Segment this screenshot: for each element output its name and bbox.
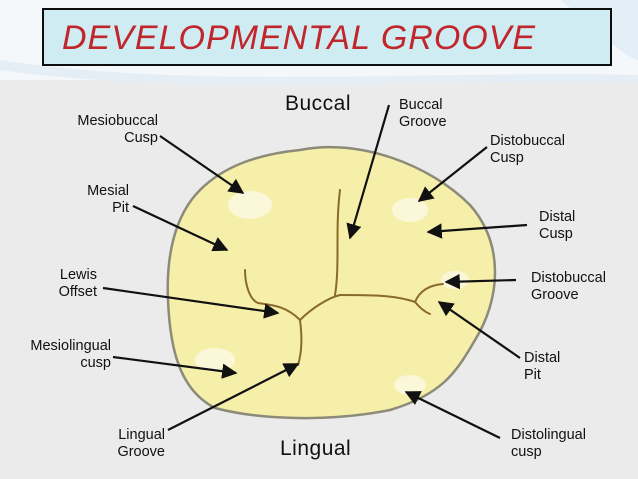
buccal-label: Buccal — [285, 92, 352, 115]
label-distal-cusp: Distal Cusp — [539, 209, 576, 242]
title-box: DEVELOPMENTAL GROOVE — [42, 8, 612, 66]
label-distolingual-cusp: Distolingual cusp — [511, 427, 586, 460]
pointer-arrows — [102, 104, 528, 439]
slide-title: DEVELOPMENTAL GROOVE — [62, 19, 537, 57]
label-mesiolingual-cusp: Mesiolingual cusp — [30, 338, 111, 371]
arrow-distobuccal-cusp — [417, 146, 488, 202]
label-buccal-groove: Buccal Groove — [399, 97, 447, 130]
label-lewis-offset: Lewis Offset — [58, 267, 97, 300]
arrow-mesiobuccal-cusp — [159, 135, 245, 194]
label-distobuccal-groove: Distobuccal Groove — [531, 270, 606, 303]
label-distobuccal-cusp: Distobuccal Cusp — [490, 133, 565, 166]
arrow-lingual-groove — [167, 363, 300, 431]
arrow-lewis-offset — [102, 286, 280, 319]
arrow-distobuccal-groove — [444, 273, 517, 290]
label-distal-pit: Distal Pit — [524, 350, 561, 383]
arrow-distal-cusp — [426, 223, 528, 239]
label-mesial-pit: Mesial Pit — [87, 183, 129, 216]
label-mesiobuccal-cusp: Mesiobuccal Cusp — [77, 113, 158, 146]
arrow-distolingual-cusp — [404, 391, 501, 439]
arrow-buccal-groove — [346, 104, 391, 240]
arrow-mesiolingual-cusp — [112, 355, 238, 379]
developmental-grooves — [244, 189, 444, 366]
arrow-mesial-pit — [132, 205, 229, 252]
lingual-label: Lingual — [280, 437, 352, 460]
arrow-distal-pit — [437, 301, 521, 359]
label-lingual-groove: Lingual Groove — [117, 427, 165, 460]
